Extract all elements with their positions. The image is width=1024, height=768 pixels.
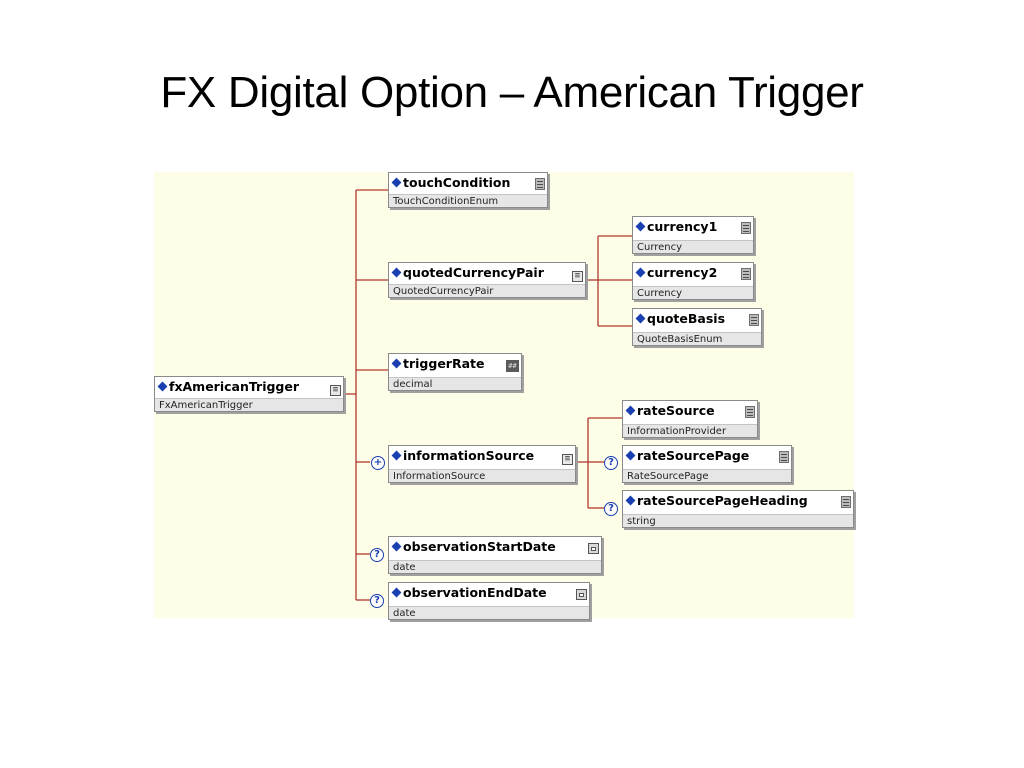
element-name: fxAmericanTrigger bbox=[169, 378, 300, 394]
element-name: observationEndDate bbox=[403, 584, 547, 600]
element-currency2[interactable]: currency2 Currency bbox=[632, 262, 754, 300]
element-type: string bbox=[623, 514, 853, 527]
element-name: triggerRate bbox=[403, 355, 485, 371]
element-type: InformationProvider bbox=[623, 424, 757, 437]
sequence-compositor-icon[interactable]: ≡ bbox=[330, 385, 341, 396]
simple-type-icon: ## bbox=[506, 360, 519, 372]
element-type: TouchConditionEnum bbox=[389, 194, 547, 207]
date-type-icon bbox=[576, 589, 587, 600]
sequence-compositor-icon[interactable]: ≡ bbox=[562, 454, 573, 465]
element-type: QuoteBasisEnum bbox=[633, 332, 761, 345]
element-marker-icon bbox=[391, 267, 402, 277]
optional-marker-icon: ? bbox=[604, 456, 618, 470]
optional-marker-icon: ? bbox=[604, 502, 618, 516]
element-marker-icon bbox=[391, 358, 402, 368]
element-marker-icon bbox=[157, 381, 168, 391]
element-touchCondition[interactable]: touchCondition TouchConditionEnum bbox=[388, 172, 548, 208]
element-name: quotedCurrencyPair bbox=[403, 264, 544, 280]
documentation-icon bbox=[779, 451, 789, 463]
element-marker-icon bbox=[391, 177, 402, 187]
element-marker-icon bbox=[635, 267, 646, 277]
element-fxAmericanTrigger[interactable]: fxAmericanTrigger FxAmericanTrigger ≡ bbox=[154, 376, 344, 412]
element-marker-icon bbox=[391, 587, 402, 597]
element-informationSource[interactable]: informationSource InformationSource ≡ bbox=[388, 445, 576, 483]
element-type: date bbox=[389, 606, 589, 619]
element-type: Currency bbox=[633, 240, 753, 253]
element-name: currency1 bbox=[647, 218, 718, 234]
documentation-icon bbox=[841, 496, 851, 508]
documentation-icon bbox=[741, 268, 751, 280]
documentation-icon bbox=[741, 222, 751, 234]
optional-marker-icon: ? bbox=[370, 548, 384, 562]
element-marker-icon bbox=[391, 450, 402, 460]
element-triggerRate[interactable]: triggerRate decimal ## bbox=[388, 353, 522, 391]
element-name: currency2 bbox=[647, 264, 718, 280]
element-rateSourcePage[interactable]: rateSourcePage RateSourcePage bbox=[622, 445, 792, 483]
element-observationStartDate[interactable]: observationStartDate date bbox=[388, 536, 602, 574]
element-marker-icon bbox=[391, 541, 402, 551]
element-type: decimal bbox=[389, 377, 521, 390]
element-type: date bbox=[389, 560, 601, 573]
element-name: rateSourcePageHeading bbox=[637, 492, 808, 508]
element-name: rateSourcePage bbox=[637, 447, 750, 463]
documentation-icon bbox=[749, 314, 759, 326]
element-quotedCurrencyPair[interactable]: quotedCurrencyPair QuotedCurrencyPair ≡ bbox=[388, 262, 586, 298]
element-type: QuotedCurrencyPair bbox=[389, 284, 585, 297]
element-name: quoteBasis bbox=[647, 310, 726, 326]
slide-title: FX Digital Option – American Trigger bbox=[160, 68, 864, 117]
element-type: FxAmericanTrigger bbox=[155, 398, 343, 411]
documentation-icon bbox=[535, 178, 545, 190]
element-name: rateSource bbox=[637, 402, 715, 418]
element-type: InformationSource bbox=[389, 469, 575, 482]
element-quoteBasis[interactable]: quoteBasis QuoteBasisEnum bbox=[632, 308, 762, 346]
element-marker-icon bbox=[625, 495, 636, 505]
expand-plus-icon[interactable]: + bbox=[371, 456, 385, 470]
element-rateSourcePageHeading[interactable]: rateSourcePageHeading string bbox=[622, 490, 854, 528]
optional-marker-icon: ? bbox=[370, 594, 384, 608]
element-currency1[interactable]: currency1 Currency bbox=[632, 216, 754, 254]
element-name: touchCondition bbox=[403, 174, 511, 190]
documentation-icon bbox=[745, 406, 755, 418]
element-marker-icon bbox=[635, 313, 646, 323]
date-type-icon bbox=[588, 543, 599, 554]
element-observationEndDate[interactable]: observationEndDate date bbox=[388, 582, 590, 620]
element-name: observationStartDate bbox=[403, 538, 556, 554]
element-type: RateSourcePage bbox=[623, 469, 791, 482]
element-marker-icon bbox=[625, 450, 636, 460]
element-marker-icon bbox=[635, 221, 646, 231]
element-marker-icon bbox=[625, 405, 636, 415]
element-name: informationSource bbox=[403, 447, 535, 463]
sequence-compositor-icon[interactable]: ≡ bbox=[572, 271, 583, 282]
element-type: Currency bbox=[633, 286, 753, 299]
element-rateSource[interactable]: rateSource InformationProvider bbox=[622, 400, 758, 438]
